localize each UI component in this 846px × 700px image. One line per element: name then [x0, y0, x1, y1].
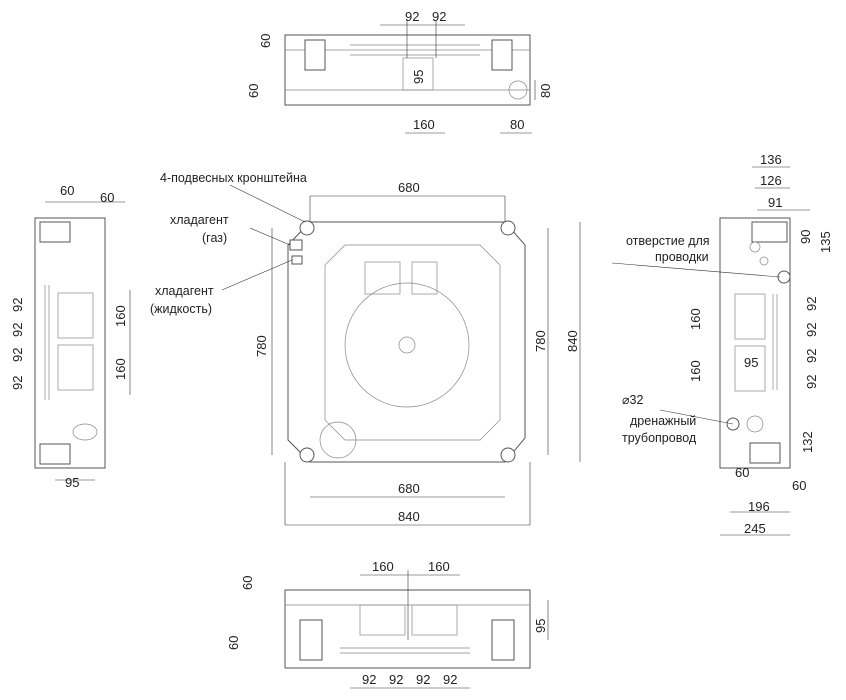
label-drain: трубопровод [622, 431, 697, 445]
dim: 92 [389, 672, 403, 687]
dim: 95 [65, 475, 79, 490]
dim: 160 [113, 358, 128, 380]
dim: 92 [432, 9, 446, 24]
dim: 780 [254, 335, 269, 357]
dim: 160 [428, 559, 450, 574]
label-diameter: ⌀32 [622, 393, 643, 407]
dim: 160 [113, 305, 128, 327]
dim: 92 [804, 323, 819, 337]
bottom-view: 160 160 60 60 95 92 92 92 92 [226, 559, 549, 689]
dim: 91 [768, 195, 782, 210]
label-wiring: проводки [655, 250, 709, 264]
dim: 95 [744, 355, 758, 370]
label-wiring: отверстие для [626, 234, 710, 248]
dim: 95 [533, 619, 548, 633]
dim: 160 [372, 559, 394, 574]
dim: 95 [411, 70, 426, 84]
label-drain: дренажный [630, 414, 696, 428]
dim: 680 [398, 481, 420, 496]
dim: 840 [565, 330, 580, 352]
dim: 60 [100, 190, 114, 205]
top-view: 92 92 60 60 95 80 160 80 [246, 9, 553, 134]
dim: 92 [804, 349, 819, 363]
label-gas: хладагент [170, 213, 229, 227]
dim: 92 [416, 672, 430, 687]
dim: 80 [538, 84, 553, 98]
dim: 160 [688, 360, 703, 382]
left-view: 60 60 92 92 92 92 160 160 95 [10, 183, 131, 490]
dim: 245 [744, 521, 766, 536]
dim: 60 [792, 478, 806, 493]
label-liquid: хладагент [155, 284, 214, 298]
label-gas: (газ) [202, 231, 227, 245]
dim: 60 [735, 465, 749, 480]
label-liquid: (жидкость) [150, 302, 212, 316]
dim: 60 [240, 576, 255, 590]
dim: 135 [818, 231, 833, 253]
dim: 680 [398, 180, 420, 195]
dim: 92 [804, 297, 819, 311]
dim: 60 [258, 34, 273, 48]
dim: 160 [688, 308, 703, 330]
dim: 92 [10, 376, 25, 390]
dim: 780 [533, 330, 548, 352]
dim: 92 [10, 298, 25, 312]
dim: 60 [226, 636, 241, 650]
dim: 60 [60, 183, 74, 198]
dim: 196 [748, 499, 770, 514]
right-view: 136 126 91 90 135 отверстие для проводки… [611, 152, 833, 536]
dim: 132 [800, 431, 815, 453]
dim: 92 [443, 672, 457, 687]
main-view: 680 780 780 840 680 840 4-подвесных крон… [150, 171, 581, 526]
dim: 136 [760, 152, 782, 167]
dim: 60 [246, 84, 261, 98]
label-brackets: 4-подвесных кронштейна [160, 171, 307, 185]
dim: 92 [10, 348, 25, 362]
dim: 90 [798, 230, 813, 244]
dim: 80 [510, 117, 524, 132]
dim: 92 [804, 375, 819, 389]
dim: 92 [362, 672, 376, 687]
dim: 92 [405, 9, 419, 24]
dim: 92 [10, 323, 25, 337]
dim: 160 [413, 117, 435, 132]
dim: 126 [760, 173, 782, 188]
dim: 840 [398, 509, 420, 524]
